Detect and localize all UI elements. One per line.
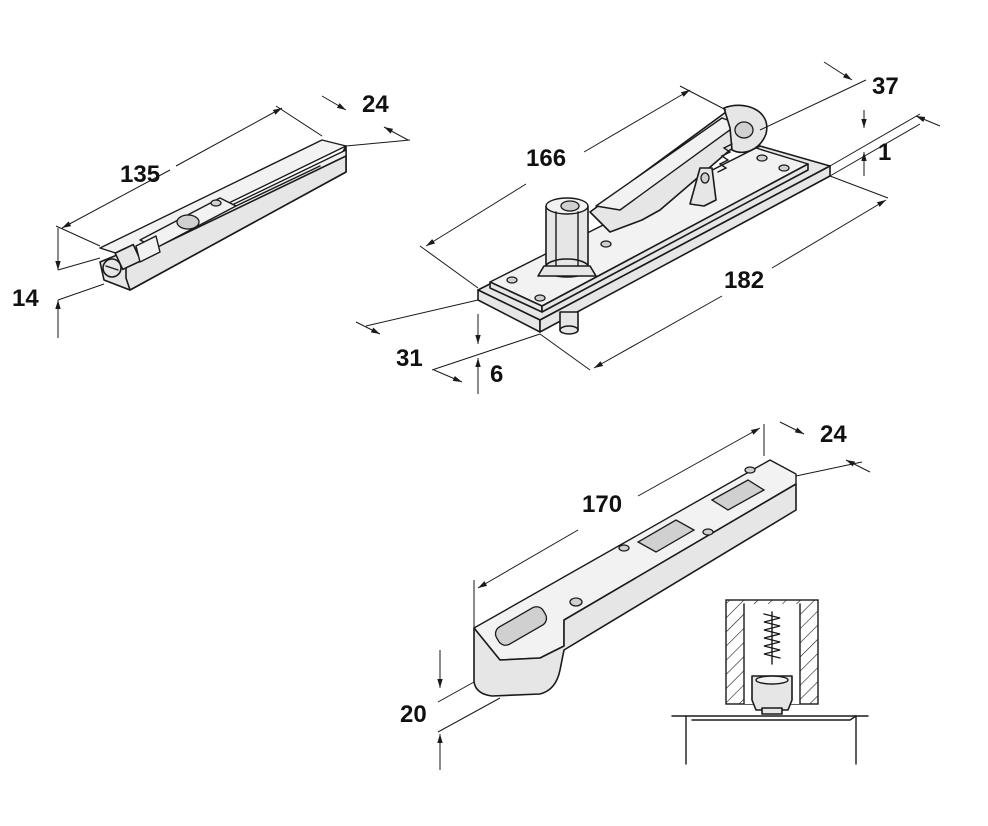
rail-dim-135-left bbox=[61, 169, 171, 229]
pivot-cylinder-bore bbox=[560, 200, 580, 212]
pivot-hole-4 bbox=[756, 154, 768, 162]
arm-hole-2 bbox=[618, 544, 630, 552]
rail-small-hole bbox=[210, 199, 222, 207]
pivot-ext-182-left bbox=[539, 333, 591, 371]
rail-screw-hole bbox=[176, 214, 200, 230]
pivot-hole-1 bbox=[506, 276, 518, 284]
rail-width-label: 24 bbox=[362, 91, 389, 118]
arm-length-label: 170 bbox=[582, 491, 622, 518]
pivot-dim-166-a bbox=[425, 183, 527, 247]
pivot-base-height-label: 6 bbox=[490, 361, 503, 388]
pivot-spring bbox=[717, 143, 733, 173]
pivot-bracket-hole bbox=[700, 172, 710, 184]
pivot-hole-2 bbox=[534, 294, 546, 302]
pivot-upper-side bbox=[541, 163, 809, 313]
pivot-pin-end bbox=[559, 325, 579, 335]
rail-screw-slot bbox=[105, 265, 119, 271]
arm-ext-24 bbox=[795, 461, 863, 477]
pivot-cylinder-collar bbox=[537, 265, 597, 277]
rail-edge bbox=[235, 165, 321, 207]
arm-dim-24-a bbox=[779, 421, 805, 435]
rail-ext-line-right bbox=[275, 105, 323, 137]
pivot-ext-37 bbox=[759, 79, 867, 131]
pivot-ext-31 bbox=[365, 299, 479, 327]
pivot-part: 166 37 1 182 31 6 bbox=[355, 61, 941, 394]
section-bushing-top bbox=[755, 675, 789, 685]
pivot-ext-166-left bbox=[419, 245, 479, 289]
rail-part: 135 24 14 bbox=[12, 91, 411, 338]
pivot-dim-31-a bbox=[355, 321, 381, 335]
pivot-base-width-label: 31 bbox=[396, 345, 423, 372]
arm-dim-170-a bbox=[477, 529, 579, 589]
rail-dim-135-right bbox=[175, 107, 283, 167]
pivot-length-top-label: 166 bbox=[526, 145, 566, 172]
pivot-ext-182-right bbox=[829, 175, 889, 199]
arm-dim-170-b bbox=[637, 427, 761, 497]
section-plate bbox=[691, 715, 857, 721]
section-detail bbox=[671, 599, 869, 765]
rail-spring-block bbox=[135, 235, 161, 263]
rail-dim-24-b bbox=[383, 126, 409, 141]
pivot-dim-31-line bbox=[431, 333, 541, 371]
rail-dim-24-a bbox=[321, 95, 347, 111]
pivot-ext-166-right bbox=[679, 85, 727, 111]
arm-slot-3 bbox=[710, 479, 766, 511]
pivot-dim-1-arrow bbox=[915, 115, 941, 127]
arm-ext-20-bottom bbox=[437, 697, 501, 733]
pivot-dim-31-b bbox=[433, 369, 463, 383]
arm-dim-24-b bbox=[845, 459, 871, 473]
pivot-ext-1-b bbox=[829, 123, 921, 177]
arm-part: 170 24 20 bbox=[400, 421, 871, 770]
arm-width-label: 24 bbox=[820, 421, 847, 448]
section-floor-walls bbox=[685, 715, 857, 765]
arm-height-label: 20 bbox=[400, 701, 427, 728]
pivot-hole-3 bbox=[600, 240, 612, 248]
rail-width-ext bbox=[345, 139, 411, 147]
arm-hole-3 bbox=[702, 528, 714, 536]
pivot-length-bottom-label: 182 bbox=[724, 267, 764, 294]
pivot-dim-182-a bbox=[593, 295, 723, 369]
pivot-ext-1-a bbox=[829, 113, 921, 167]
pivot-dim-37-a bbox=[823, 61, 853, 81]
rail-ext-line-left bbox=[55, 225, 101, 247]
rail-height-label: 14 bbox=[12, 285, 39, 312]
section-bushing bbox=[751, 675, 793, 711]
section-pin bbox=[761, 707, 783, 715]
arm-hole-4 bbox=[744, 466, 756, 474]
rail-height-ext-bottom bbox=[57, 283, 105, 301]
arm-hole-1 bbox=[569, 597, 583, 607]
pivot-plate-thickness-label: 1 bbox=[878, 139, 891, 166]
rail-front-lip bbox=[125, 155, 347, 291]
arm-slot-1 bbox=[494, 606, 548, 646]
pivot-hole-5 bbox=[778, 164, 790, 172]
pivot-dim-182-b bbox=[771, 199, 887, 269]
arm-front-face bbox=[473, 483, 797, 697]
rail-height-ext-top bbox=[57, 257, 101, 271]
pivot-eye-hole bbox=[734, 121, 754, 139]
pivot-width-label: 37 bbox=[872, 73, 899, 100]
pivot-dim-166-b bbox=[583, 89, 691, 153]
rail-length-label: 135 bbox=[120, 161, 160, 188]
arm-slot-2 bbox=[636, 519, 696, 553]
arm-ext-20-top bbox=[437, 681, 475, 703]
